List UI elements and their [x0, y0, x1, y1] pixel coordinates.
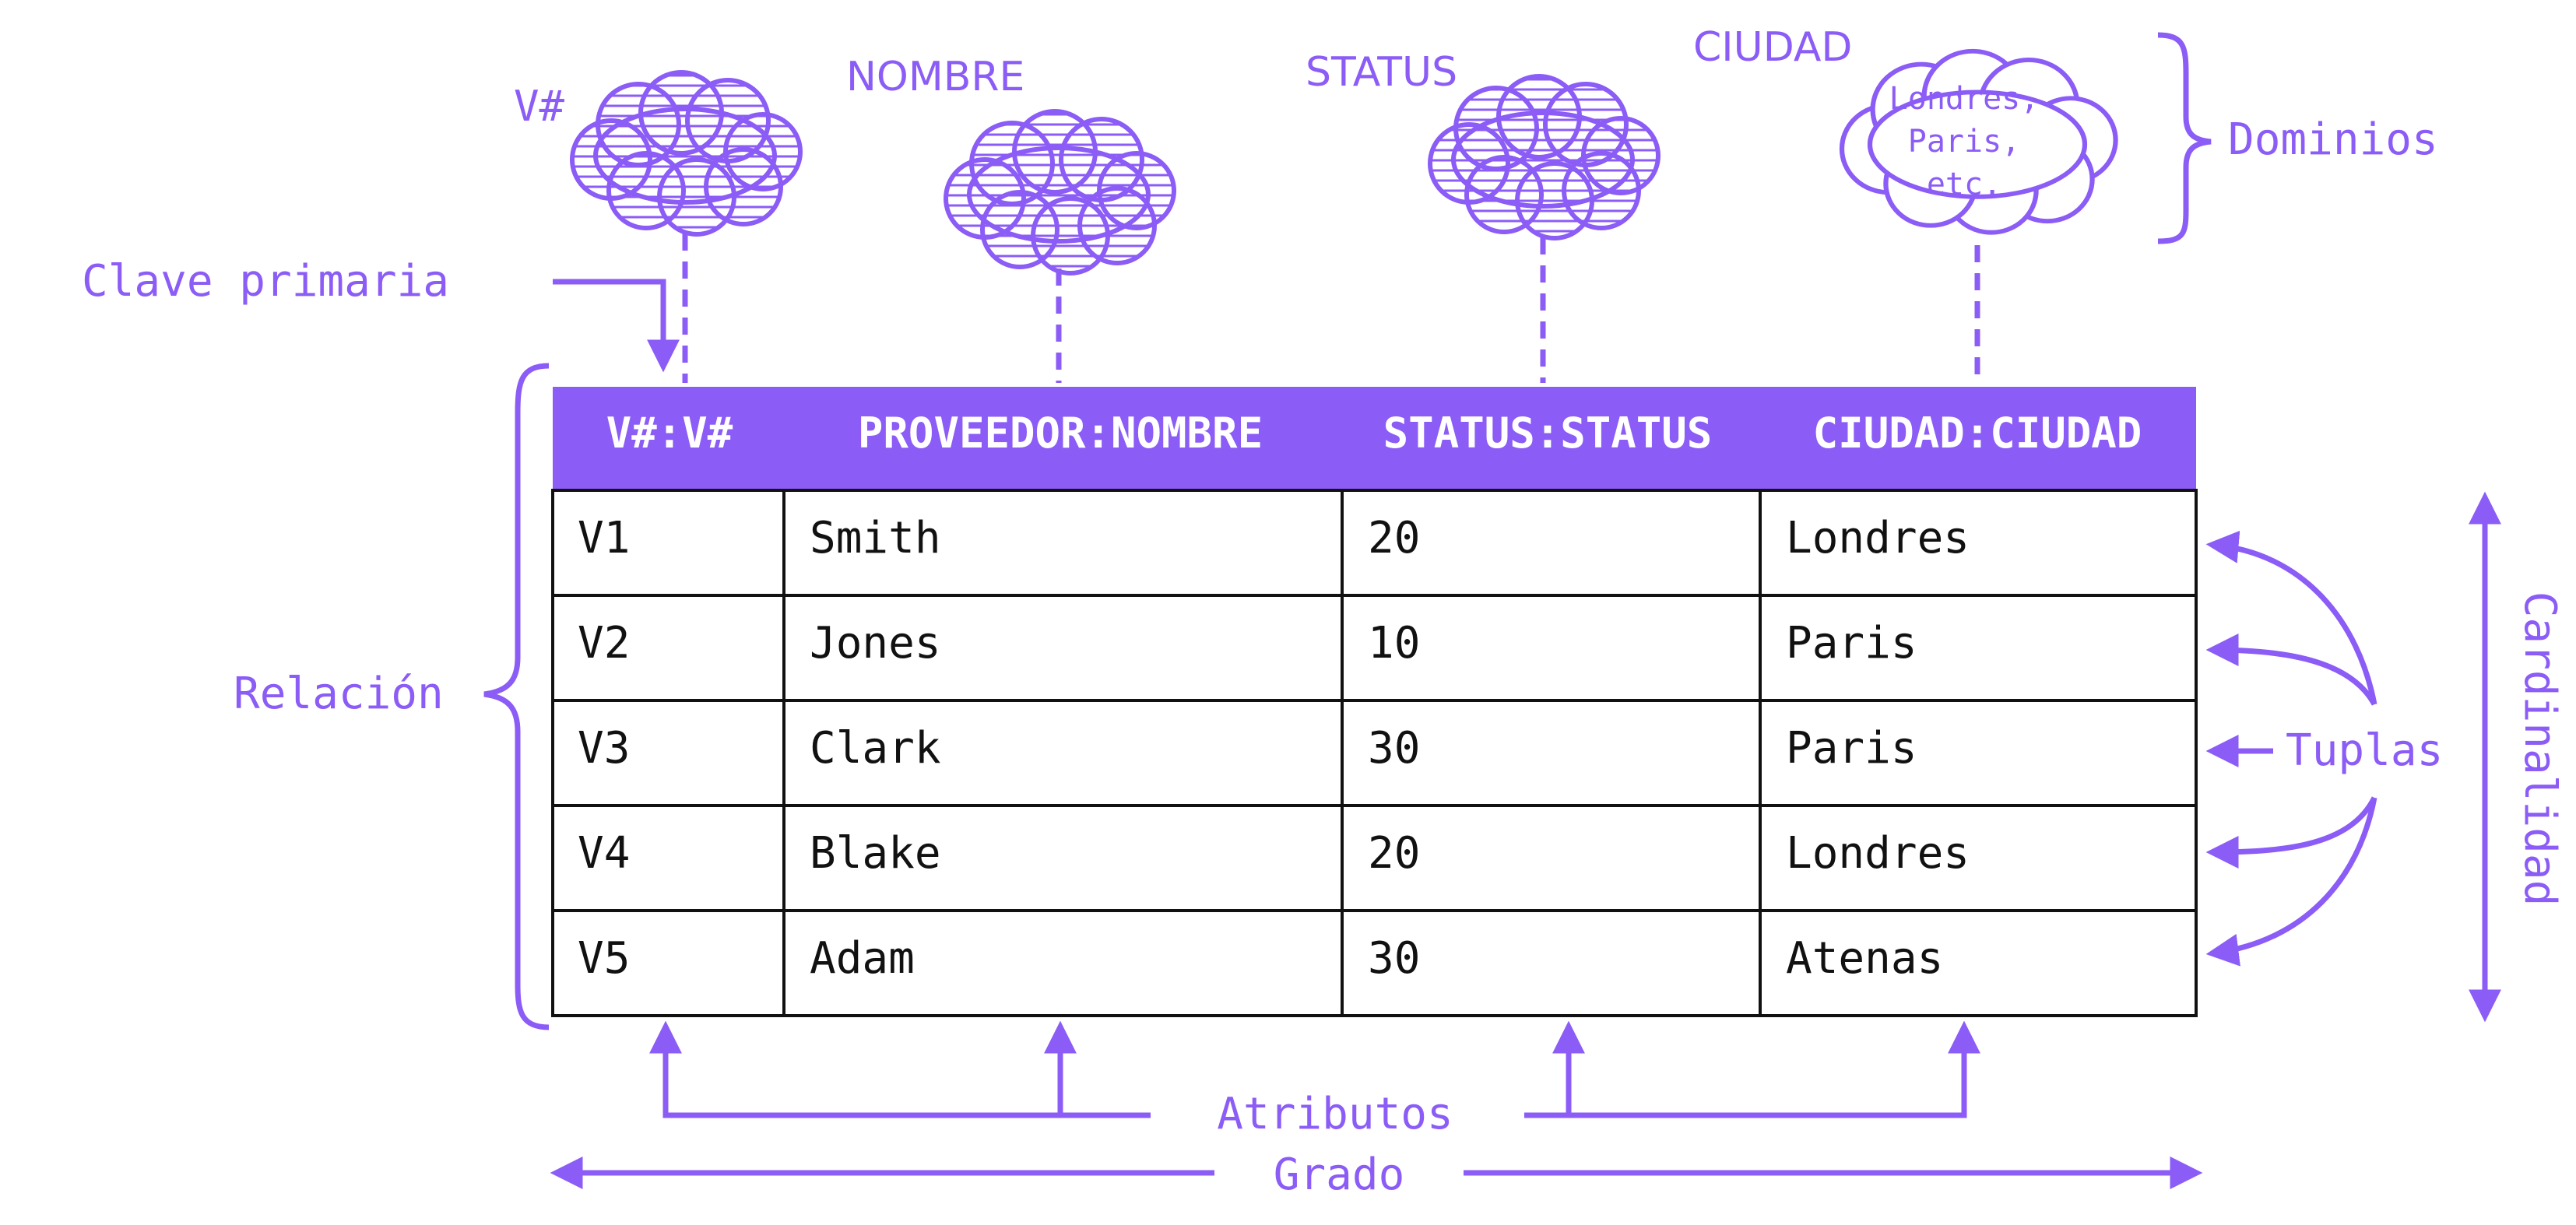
- table-cell: Adam: [810, 933, 915, 984]
- table-header-row: V#:V# PROVEEDOR:NOMBRE STATUS:STATUS CIU…: [606, 409, 2142, 458]
- domain-label-status: STATUS: [1306, 49, 1457, 96]
- table-cell: 10: [1368, 618, 1420, 669]
- domain-label-nombre: NOMBRE: [846, 54, 1024, 100]
- table-row: V1 Smith 20 Londres: [578, 513, 1970, 563]
- dominios-brace: [2157, 32, 2212, 244]
- tuplas-arrows: [2205, 530, 2377, 967]
- ciudad-domain-values: Londres, Paris, etc.: [1889, 81, 2040, 202]
- table-cell: V2: [578, 618, 630, 669]
- table-cell: Paris: [1786, 618, 1917, 669]
- cloud-nombre: [946, 111, 1174, 273]
- table-cell: Smith: [810, 513, 941, 563]
- tuplas-label: Tuplas: [2286, 725, 2443, 776]
- header-cell-status: STATUS:STATUS: [1383, 409, 1713, 458]
- table-cell: Paris: [1786, 723, 1917, 774]
- table-cell: 30: [1368, 933, 1420, 984]
- table-cell: V3: [578, 723, 630, 774]
- atributos-brackets: [649, 1020, 1980, 1118]
- table-cell: V5: [578, 933, 630, 984]
- table-cell: 20: [1368, 513, 1420, 563]
- domain-label-ciudad: CIUDAD: [1693, 24, 1852, 71]
- table-row: V2 Jones 10 Paris: [578, 618, 1917, 669]
- atributos-label: Atributos: [1217, 1089, 1453, 1139]
- table-cell: Clark: [810, 723, 941, 774]
- primary-key-arrow: [553, 279, 680, 373]
- header-cell-vnum: V#:V#: [606, 409, 733, 458]
- table-cell: 20: [1368, 828, 1420, 879]
- primary-key-label: Clave primaria: [82, 256, 449, 307]
- table-cell: Londres: [1786, 513, 1970, 563]
- table-row: V3 Clark 30 Paris: [578, 723, 1917, 774]
- table-cell: V1: [578, 513, 630, 563]
- table-grid: [551, 489, 2198, 1017]
- table-cell: V4: [578, 828, 630, 879]
- ciudad-domain-value: Londres,: [1889, 81, 2040, 117]
- table-row: V4 Blake 20 Londres: [578, 828, 1970, 879]
- relacion-label: Relación: [234, 669, 444, 719]
- header-cell-proveedor: PROVEEDOR:NOMBRE: [858, 409, 1263, 458]
- header-cell-ciudad: CIUDAD:CIUDAD: [1813, 409, 2142, 458]
- relacion-brace: [483, 363, 550, 1030]
- table-cell: Londres: [1786, 828, 1970, 879]
- ciudad-domain-value: etc.: [1927, 167, 2001, 202]
- table-cell: Blake: [810, 828, 941, 879]
- table-row: V5 Adam 30 Atenas: [578, 933, 1943, 984]
- cardinalidad-label: Cardinalidad: [2514, 591, 2565, 907]
- dominios-label: Dominios: [2228, 114, 2438, 165]
- domain-connectors: [682, 233, 1980, 383]
- grado-label: Grado: [1274, 1150, 1405, 1200]
- table-cell: Atenas: [1786, 933, 1943, 984]
- cloud-status: [1430, 76, 1658, 238]
- ciudad-domain-value: Paris,: [1908, 124, 2021, 160]
- table-cell: Jones: [810, 618, 941, 669]
- cloud-vnum: [572, 72, 800, 234]
- table-cell: 30: [1368, 723, 1420, 774]
- table-header-bar: [553, 387, 2196, 490]
- relation-table: V#:V# PROVEEDOR:NOMBRE STATUS:STATUS CIU…: [551, 387, 2198, 1017]
- domain-label-vnum: V#: [514, 82, 565, 131]
